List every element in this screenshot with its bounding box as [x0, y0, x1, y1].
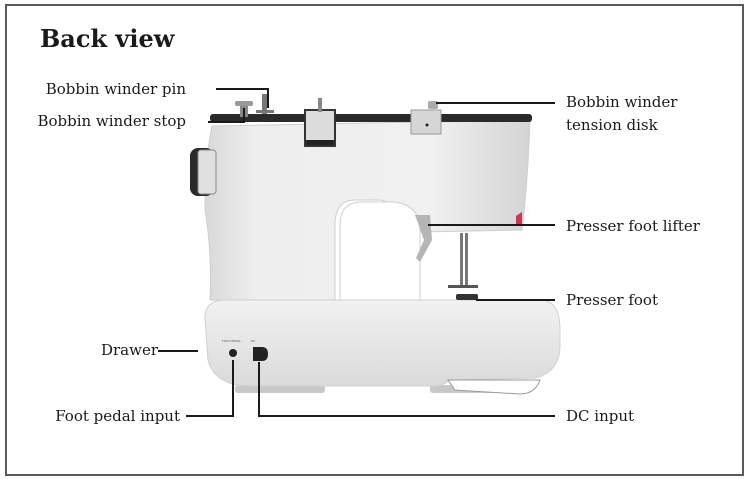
label-foot-pedal-input: Foot pedal input	[55, 407, 180, 425]
diagram-title: Back view	[40, 24, 175, 53]
dc-port	[253, 347, 268, 361]
tension-disk-box	[410, 109, 442, 135]
label-bobbin-winder-tension-disk-line1: Bobbin winder	[566, 93, 678, 111]
svg-text:DC: DC	[251, 339, 255, 343]
label-dc-input: DC input	[566, 407, 635, 425]
red-indicator	[516, 212, 522, 226]
svg-text:FOOT PEDAL: FOOT PEDAL	[222, 339, 241, 343]
rubber-foot-left	[235, 385, 325, 393]
label-presser-foot: Presser foot	[566, 291, 658, 309]
label-bobbin-winder-tension-disk-line2: tension disk	[566, 116, 658, 134]
bobbin-winder-stop	[235, 101, 253, 106]
presser-foot-lifter-part	[415, 215, 432, 262]
label-bobbin-winder-pin: Bobbin winder pin	[45, 80, 186, 98]
top-lid	[210, 114, 532, 122]
presser-foot-part	[456, 294, 478, 300]
machine-body	[204, 119, 531, 301]
handwheel-grip	[197, 149, 217, 195]
label-presser-foot-lifter: Presser foot lifter	[566, 217, 700, 235]
label-bobbin-winder-stop: Bobbin winder stop	[37, 112, 186, 130]
bobbin-winder-pin	[262, 94, 267, 114]
leader-lines	[158, 88, 555, 417]
arm-opening	[339, 201, 421, 301]
foot-pedal-port	[229, 349, 237, 357]
base-slot	[447, 379, 541, 395]
label-drawer: Drawer	[100, 341, 158, 359]
